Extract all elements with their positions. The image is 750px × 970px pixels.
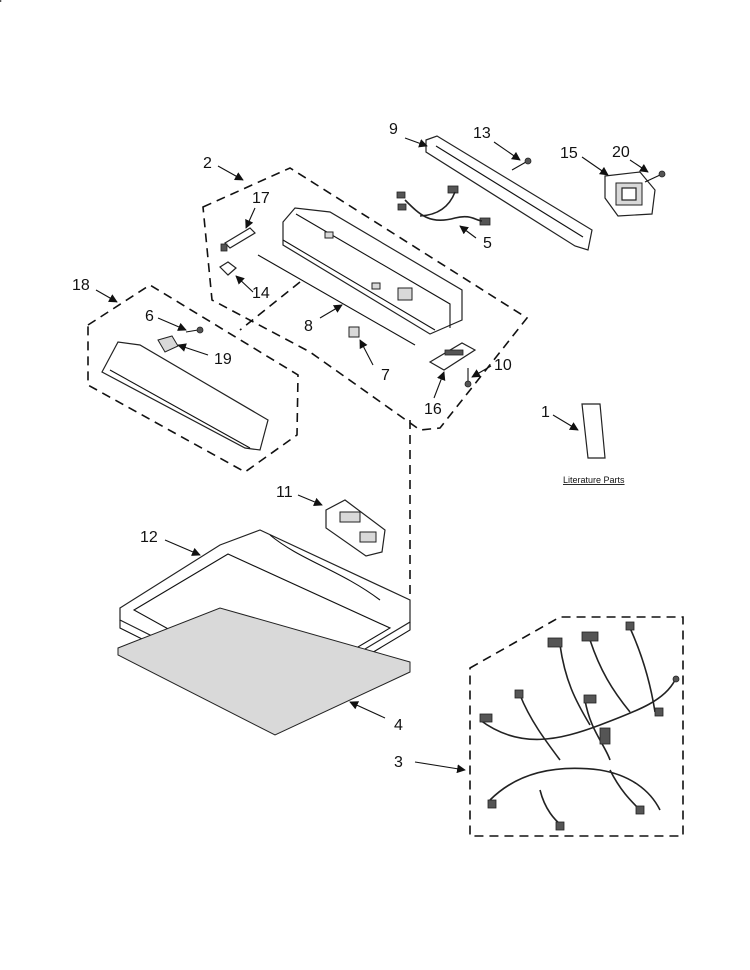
part-console[interactable] xyxy=(282,207,463,335)
callout-3: 3 xyxy=(394,754,403,771)
callout-7: 7 xyxy=(381,367,390,384)
part-wire-harness-3[interactable] xyxy=(479,621,680,831)
callout-2: 2 xyxy=(203,155,212,172)
part-board-16[interactable] xyxy=(428,342,477,371)
callout-6: 6 xyxy=(145,308,154,325)
part-console-trim[interactable] xyxy=(425,135,593,251)
callout-20: 20 xyxy=(612,144,630,161)
assembly-dash-line-2 xyxy=(239,281,301,331)
callout-19: 19 xyxy=(214,351,232,368)
callout-8: 8 xyxy=(304,318,313,335)
part-literature-1[interactable] xyxy=(581,403,606,459)
callout-18: 18 xyxy=(72,277,90,294)
leader-lines xyxy=(95,137,649,774)
part-wire-5[interactable] xyxy=(396,185,491,226)
part-bracket-15[interactable] xyxy=(604,171,656,217)
callout-9: 9 xyxy=(389,121,398,138)
part-module-11[interactable] xyxy=(325,499,386,557)
part-strip-8[interactable] xyxy=(257,254,416,346)
callout-16: 16 xyxy=(424,401,442,418)
wire-harness-group-boundary xyxy=(469,616,684,837)
part-sheet-4[interactable] xyxy=(117,607,411,736)
callout-1: 1 xyxy=(541,404,550,421)
console-group-boundary xyxy=(202,167,529,431)
callout-17: 17 xyxy=(252,190,270,207)
part-screw-6[interactable] xyxy=(185,326,204,334)
callout-14: 14 xyxy=(252,285,270,302)
part-screw-10[interactable] xyxy=(464,368,472,388)
part-screw-13[interactable] xyxy=(511,157,532,171)
callout-15: 15 xyxy=(560,145,578,162)
part-clip-14[interactable] xyxy=(219,261,237,276)
endcap-group-boundary xyxy=(87,284,299,473)
callout-4: 4 xyxy=(394,717,403,734)
part-17[interactable] xyxy=(220,227,256,252)
literature-parts-label[interactable]: Literature Parts xyxy=(563,475,625,485)
callout-10: 10 xyxy=(494,357,512,374)
part-screw-20[interactable] xyxy=(644,170,666,183)
callout-12: 12 xyxy=(140,529,158,546)
callout-11: 11 xyxy=(276,484,293,501)
part-clip-7[interactable] xyxy=(348,326,360,338)
part-endcap-18[interactable] xyxy=(101,341,269,451)
part-knob-19[interactable] xyxy=(157,335,179,353)
callout-13: 13 xyxy=(473,125,491,142)
callout-5: 5 xyxy=(483,235,492,252)
